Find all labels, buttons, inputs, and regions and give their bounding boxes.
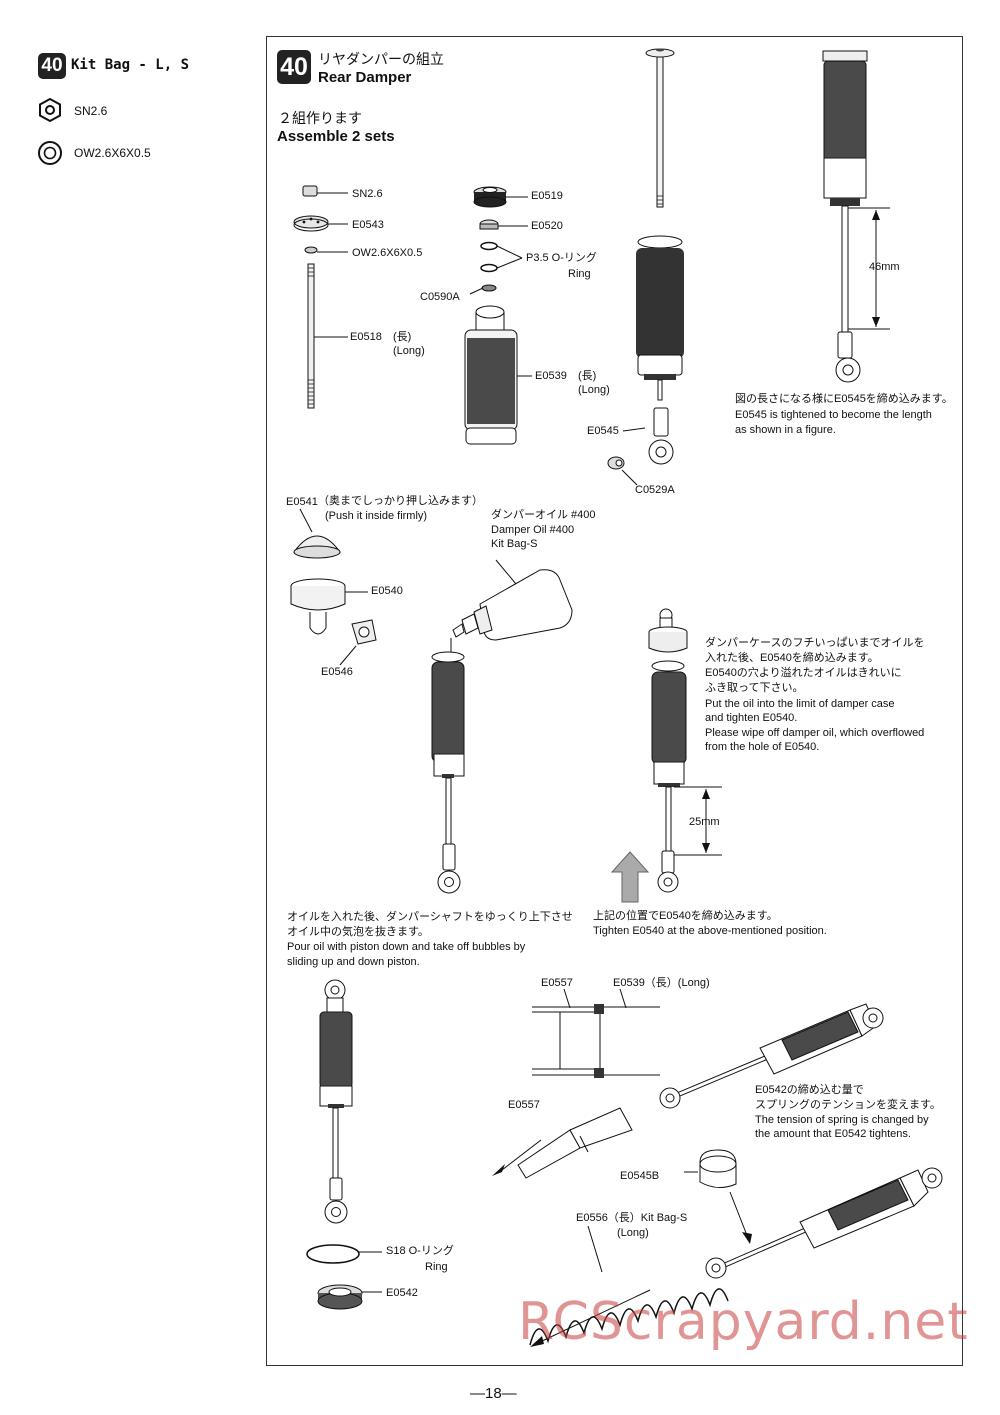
kit-bag-title: Kit Bag - L, S xyxy=(71,57,190,73)
label-e0539-note-en: (Long) xyxy=(578,384,610,396)
label-e0545: E0545 xyxy=(587,425,619,437)
label-e0520: E0520 xyxy=(531,220,563,232)
label-e0557-a: E0557 xyxy=(541,977,573,989)
note-length-en-1: E0545 is tightened to become the length xyxy=(735,409,932,421)
label-c0590a: C0590A xyxy=(420,291,460,303)
note-oil-fill-5: Put the oil into the limit of damper cas… xyxy=(705,698,895,710)
step-title-jp: リヤダンパーの組立 xyxy=(318,51,444,67)
note-length-jp: 図の長さになる様にE0545を締め込みます。 xyxy=(735,393,953,405)
label-e0539-note-jp: (長) xyxy=(578,370,597,382)
label-p35-en: Ring xyxy=(568,268,591,280)
note-oil-fill-2: 入れた後、E0540を締め込みます。 xyxy=(705,652,879,664)
label-e0541-note-jp: （奥までしっかり押し込みます） xyxy=(318,495,483,507)
note-spring-3: The tension of spring is changed by xyxy=(755,1114,929,1126)
label-e0539: E0539 xyxy=(535,370,567,382)
assemble-jp: ２組作ります xyxy=(278,110,362,126)
label-p35-jp: P3.5 O-リング xyxy=(526,252,597,264)
label-oil-jp: ダンパーオイル #400 xyxy=(491,509,596,521)
label-e0540: E0540 xyxy=(371,585,403,597)
label-s18-jp: S18 O-リング xyxy=(386,1245,454,1257)
note-oil-fill-7: Please wipe off damper oil, which overfl… xyxy=(705,727,925,739)
assemble-en: Assemble 2 sets xyxy=(277,128,395,145)
note-spring-2: スプリングのテンションを変えます。 xyxy=(755,1099,941,1111)
note-bubbles-4: sliding up and down piston. xyxy=(287,956,420,968)
note-oil-fill-6: and tighten E0540. xyxy=(705,712,798,724)
watermark: RCScrapyard.net xyxy=(518,1292,969,1352)
note-oil-fill-4: ふき取って下さい。 xyxy=(705,682,804,694)
label-e0557-b: E0557 xyxy=(508,1099,540,1111)
label-e0519: E0519 xyxy=(531,190,563,202)
label-e0556: E0556（長）Kit Bag-S xyxy=(576,1212,688,1224)
note-bubbles-3: Pour oil with piston down and take off b… xyxy=(287,941,526,953)
label-e0546: E0546 xyxy=(321,666,353,678)
label-sn26: SN2.6 xyxy=(352,188,383,200)
label-e0556-long: (Long) xyxy=(617,1227,649,1239)
label-s18-en: Ring xyxy=(425,1261,448,1273)
label-oil-bag: Kit Bag-S xyxy=(491,538,538,550)
note-oil-fill-1: ダンパーケースのフチいっぱいまでオイルを xyxy=(705,637,925,649)
page-number: —18— xyxy=(470,1385,517,1402)
note-bubbles-1: オイルを入れた後、ダンパーシャフトをゆっくり上下させ xyxy=(287,911,573,923)
washer-icon xyxy=(38,141,62,165)
note-spring-1: E0542の締め込む量で xyxy=(755,1084,864,1096)
label-dim-25mm: 25mm xyxy=(689,816,720,828)
step-frame xyxy=(266,36,963,1366)
kit-item-label-sn26: SN2.6 xyxy=(74,104,108,118)
note-oil-fill-8: from the hole of E0540. xyxy=(705,741,820,753)
label-e0541-note-en: (Push it inside firmly) xyxy=(325,510,428,522)
label-oil-en: Damper Oil #400 xyxy=(491,524,575,536)
note-length-en-2: as shown in a figure. xyxy=(735,424,836,436)
label-e0518: E0518 xyxy=(350,331,382,343)
label-e0542: E0542 xyxy=(386,1287,418,1299)
label-e0545b: E0545B xyxy=(620,1170,660,1182)
hex-nut-icon xyxy=(39,97,61,123)
label-e0543: E0543 xyxy=(352,219,384,231)
label-ow26: OW2.6X6X0.5 xyxy=(352,247,423,259)
label-e0539-long: E0539（長）(Long) xyxy=(613,977,710,989)
step-title-en: Rear Damper xyxy=(318,69,412,86)
label-e0518-note-en: (Long) xyxy=(393,345,425,357)
note-tighten-1: 上記の位置でE0540を締め込みます。 xyxy=(593,910,778,922)
note-oil-fill-3: E0540の穴より溢れたオイルはきれいに xyxy=(705,667,902,679)
kit-item-label-ow26: OW2.6X6X0.5 xyxy=(74,146,151,160)
label-dim-46mm: 46mm xyxy=(869,261,900,273)
step-badge: 40 xyxy=(277,50,311,84)
kit-bag-step-badge: 40 xyxy=(38,53,66,79)
note-tighten-2: Tighten E0540 at the above-mentioned pos… xyxy=(593,925,827,937)
label-c0529a: C0529A xyxy=(635,484,675,496)
note-bubbles-2: オイル中の気泡を抜きます。 xyxy=(287,926,429,938)
note-spring-4: the amount that E0542 tightens. xyxy=(755,1128,911,1140)
label-e0541: E0541 xyxy=(286,496,318,508)
label-e0518-note-jp: (長) xyxy=(393,331,412,343)
